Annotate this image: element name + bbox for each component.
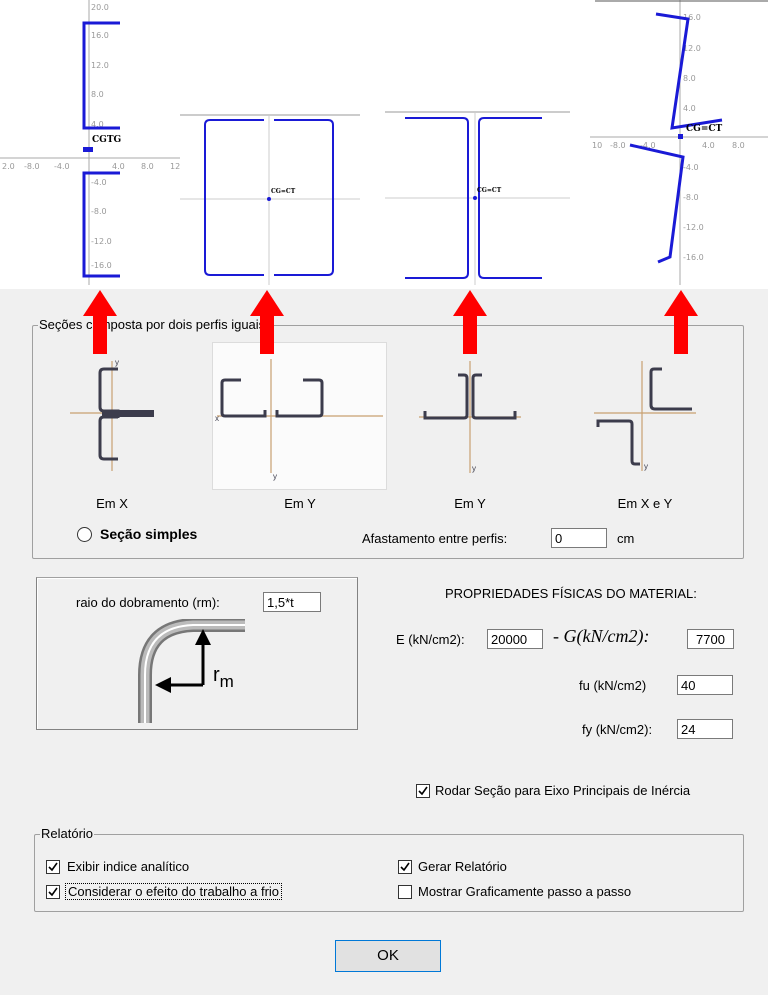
sections-legend: Seções composta por dois perfis iguais	[38, 317, 267, 332]
option-em-x-e-y-label: Em X e Y	[617, 496, 673, 511]
bend-radius-input[interactable]	[263, 592, 321, 612]
tick-x: 12	[170, 162, 180, 171]
option-em-y-back[interactable]: y	[415, 357, 525, 477]
sections-group	[32, 325, 744, 559]
cold-work-label: Considerar o efeito do trabalho a frio	[65, 883, 283, 900]
step-by-step-checkbox[interactable]	[398, 885, 412, 899]
fy-input[interactable]	[677, 719, 733, 739]
check-icon	[48, 862, 58, 872]
spacing-unit: cm	[617, 531, 635, 546]
plot-em-x-e-y: 16.0 12.0 8.0 4.0 -4.0 -8.0 -12.0 -16.0 …	[590, 0, 768, 285]
tick-x: 4.0	[112, 162, 125, 171]
report-checkbox[interactable]	[398, 860, 412, 874]
arrow-up-icon	[83, 290, 117, 354]
svg-text:y: y	[273, 472, 277, 481]
spacing-label: Afastamento entre perfis:	[362, 531, 508, 546]
tick-x: 8.0	[732, 141, 745, 150]
simple-section-label: Seção simples	[100, 526, 198, 542]
fu-input[interactable]	[677, 675, 733, 695]
tick-x: 10	[592, 141, 602, 150]
arrow-up-icon	[453, 290, 487, 354]
report-group	[34, 834, 744, 912]
tick-y: 20.0	[91, 3, 109, 12]
tick-y: -12.0	[91, 237, 112, 246]
cold-work-checkbox[interactable]	[46, 885, 60, 899]
step-by-step-label: Mostrar Graficamente passo a passo	[418, 884, 632, 899]
tick-x: -4.0	[54, 162, 70, 171]
arrow-up-icon	[250, 290, 284, 354]
spacing-input[interactable]	[551, 528, 607, 548]
g-label: - G(kN/cm2):	[553, 626, 650, 646]
tick-y: 16.0	[91, 31, 109, 40]
svg-text:x: x	[215, 414, 219, 423]
tick-y: -12.0	[683, 223, 704, 232]
radius-symbol: rm	[213, 664, 234, 691]
tick-x: -8.0	[24, 162, 40, 171]
cg-label: CG=CT	[686, 124, 723, 134]
tick-y: -16.0	[91, 261, 112, 270]
tick-y: 16.0	[683, 13, 701, 22]
tick-x: -4.0	[640, 141, 656, 150]
check-icon	[400, 862, 410, 872]
dialog-panel: Seções composta por dois perfis iguais y…	[0, 289, 768, 995]
simple-section-radio[interactable]	[77, 527, 92, 542]
rotate-label: Rodar Seção para Eixo Principais de Inér…	[435, 783, 691, 798]
tick-y: 8.0	[91, 90, 104, 99]
tick-y: -8.0	[91, 207, 107, 216]
tick-x: -8.0	[610, 141, 626, 150]
svg-text:y: y	[115, 358, 119, 367]
plot-em-x: 20.0 16.0 12.0 8.0 4.0 -4.0 -8.0 -12.0 -…	[0, 0, 180, 285]
material-title: PROPRIEDADES FÍSICAS DO MATERIAL:	[445, 586, 697, 601]
fy-label: fy (kN/cm2):	[582, 722, 653, 737]
tick-y: -8.0	[683, 193, 699, 202]
svg-text:y: y	[644, 462, 648, 471]
tick-y: 4.0	[91, 120, 104, 129]
cg-label: CG=CT	[271, 188, 296, 195]
tick-y: 12.0	[91, 61, 109, 70]
arrow-up-icon	[664, 290, 698, 354]
tick-y: 4.0	[683, 104, 696, 113]
option-em-x-e-y[interactable]: y	[590, 355, 700, 475]
svg-text:y: y	[472, 464, 476, 473]
tick-y: -4.0	[91, 178, 107, 187]
rotate-checkbox[interactable]	[416, 784, 430, 798]
tick-y: 8.0	[683, 74, 696, 83]
option-em-y-selected[interactable]: x y	[212, 342, 387, 490]
cg-label: CG=CT	[477, 187, 502, 194]
fu-label: fu (kN/cm2)	[579, 678, 647, 693]
index-label: Exibir indice analítico	[67, 859, 190, 874]
report-label: Gerar Relatório	[418, 859, 507, 874]
tick-y: -16.0	[683, 253, 704, 262]
plot-em-y: CG=CT	[180, 0, 360, 285]
option-em-x[interactable]: y	[62, 355, 162, 475]
plot-em-y-2: CG=CT	[385, 0, 570, 285]
tick-x: 8.0	[141, 162, 154, 171]
tick-x: 2.0	[2, 162, 15, 171]
tick-y: 12.0	[683, 44, 701, 53]
tick-y: -4.0	[683, 163, 699, 172]
ok-button[interactable]: OK	[335, 940, 441, 972]
option-em-y-label: Em Y	[284, 496, 316, 511]
option-em-x-label: Em X	[96, 496, 128, 511]
e-input[interactable]	[487, 629, 543, 649]
tick-x: 4.0	[702, 141, 715, 150]
report-legend: Relatório	[40, 826, 95, 841]
index-checkbox[interactable]	[46, 860, 60, 874]
cg-label: CGTG	[92, 135, 121, 145]
check-icon	[418, 786, 428, 796]
option-em-y-back-label: Em Y	[454, 496, 486, 511]
g-input[interactable]	[687, 629, 734, 649]
e-label: E (kN/cm2):	[396, 632, 465, 647]
bend-radius-diagram	[125, 618, 255, 725]
check-icon	[48, 887, 58, 897]
bend-radius-label: raio do dobramento (rm):	[76, 595, 220, 610]
